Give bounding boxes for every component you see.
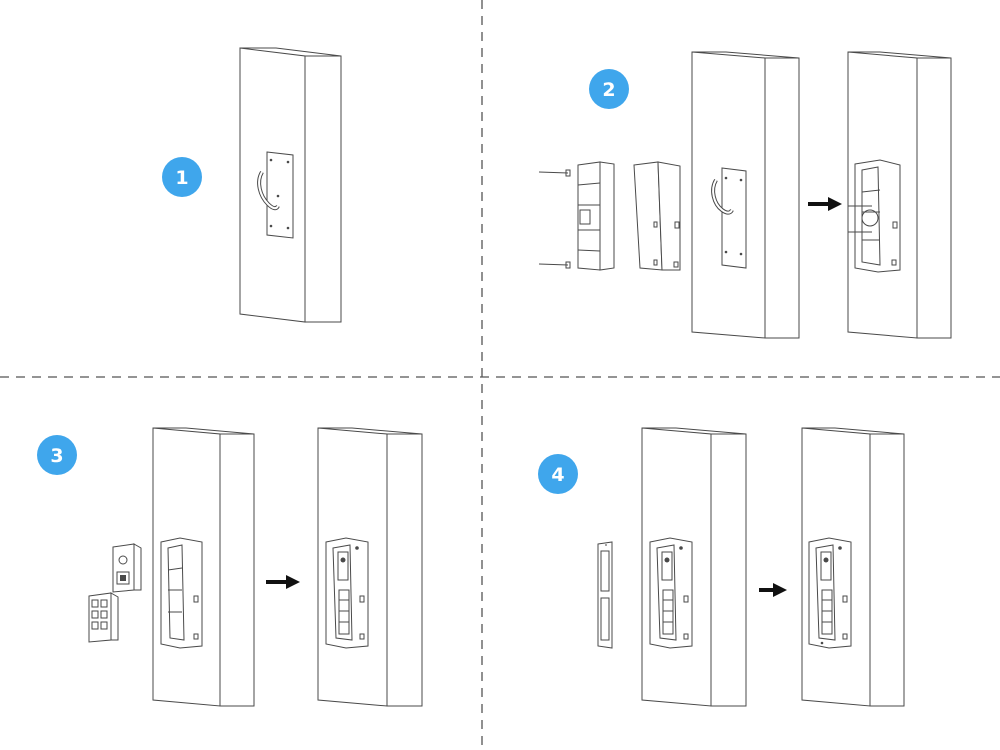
step-3-wall-right [317, 427, 423, 707]
arrow-right-icon [808, 197, 842, 211]
step-badge-4: 4 [538, 454, 578, 494]
step-3-wall-left [152, 427, 255, 707]
mounting-plate [721, 167, 747, 269]
step-badge-3: 3 [37, 435, 77, 475]
frame [633, 161, 681, 271]
screw-icon [538, 169, 571, 269]
step-4-wall-right [801, 427, 905, 707]
step-2-wall-left [691, 51, 800, 339]
keypad-module [88, 592, 119, 643]
step-2-wall-right [847, 51, 952, 339]
step-4-group [597, 427, 905, 707]
front-cover [597, 541, 613, 649]
step-1-wall [239, 47, 342, 323]
step-label-2: 2 [602, 79, 615, 101]
step-2-group [538, 51, 952, 339]
mounting-plate [266, 151, 294, 239]
step-3-group [88, 427, 423, 707]
arrow-right-icon [266, 575, 300, 589]
step-label-4: 4 [551, 464, 564, 486]
step-badge-1: 1 [162, 157, 202, 197]
step-label-1: 1 [175, 167, 188, 189]
back-box [577, 161, 615, 271]
step-4-wall-left [641, 427, 747, 707]
step-label-3: 3 [50, 445, 63, 467]
camera-module [112, 543, 142, 593]
step-badge-2: 2 [589, 69, 629, 109]
arrow-right-icon [759, 583, 787, 597]
